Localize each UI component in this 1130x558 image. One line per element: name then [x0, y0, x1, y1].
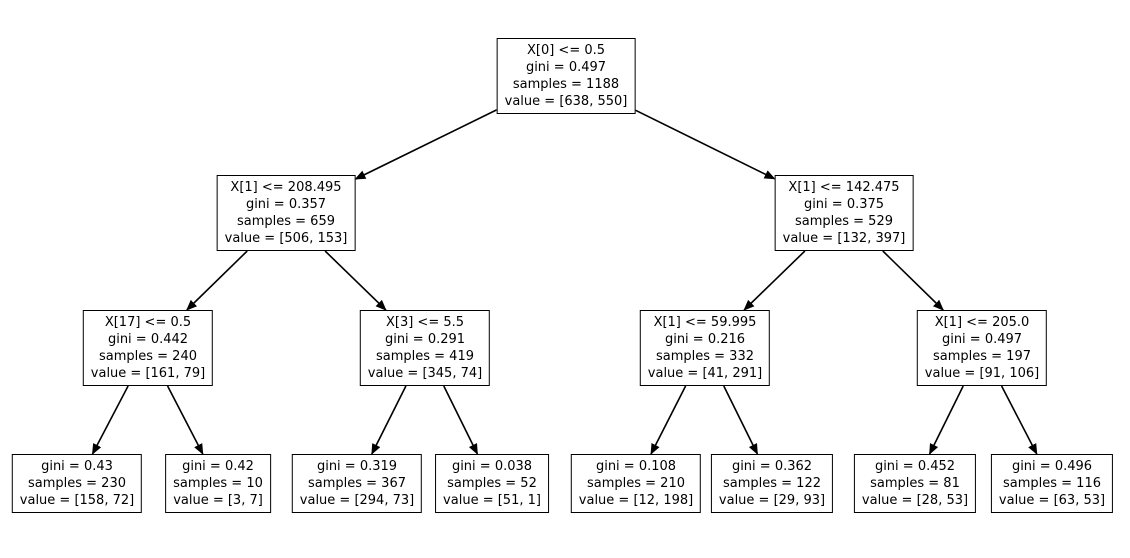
node-value: value = [12, 198]	[578, 493, 694, 508]
node-value: value = [91, 106]	[924, 366, 1040, 381]
tree-leaf: gini = 0.038 samples = 52 value = [51, 1…	[435, 454, 549, 513]
node-gini: gini = 0.452	[874, 459, 956, 474]
node-samples: samples = 10	[173, 476, 263, 491]
node-samples: samples = 1188	[512, 77, 620, 92]
node-gini: gini = 0.497	[941, 332, 1023, 347]
node-split-condition: X[3] <= 5.5	[385, 315, 465, 330]
node-value: value = [161, 79]	[90, 366, 206, 381]
tree-edge	[882, 250, 944, 311]
node-samples: samples = 240	[98, 349, 197, 364]
tree-leaf: gini = 0.319 samples = 367 value = [294,…	[291, 454, 423, 513]
tree-edge	[723, 385, 759, 455]
tree-edge	[635, 109, 776, 180]
node-samples: samples = 659	[236, 214, 336, 229]
node-value: value = [3, 7]	[173, 493, 263, 508]
node-value: value = [51, 1]	[443, 493, 541, 508]
tree-edge	[166, 385, 204, 455]
tree-edge	[91, 385, 129, 455]
node-split-condition: X[17] <= 0.5	[104, 315, 192, 330]
node-gini: gini = 0.319	[316, 459, 398, 474]
node-gini: gini = 0.108	[595, 459, 677, 474]
node-samples: samples = 529	[794, 214, 894, 229]
node-gini: gini = 0.375	[803, 197, 885, 212]
node-gini: gini = 0.442	[107, 332, 189, 347]
tree-edge	[371, 385, 407, 455]
node-gini: gini = 0.497	[525, 60, 607, 75]
node-value: value = [41, 291]	[647, 366, 763, 381]
tree-edge	[354, 109, 497, 180]
tree-leaf: gini = 0.452 samples = 81 value = [28, 5…	[853, 454, 977, 513]
node-value: value = [345, 74]	[367, 366, 483, 381]
tree-leaf: gini = 0.108 samples = 210 value = [12, …	[570, 454, 702, 513]
node-split-condition: X[1] <= 205.0	[934, 315, 1030, 330]
tree-node-internal: X[1] <= 208.495 gini = 0.357 samples = 6…	[216, 175, 356, 251]
tree-leaf: gini = 0.496 samples = 116 value = [63, …	[990, 454, 1114, 513]
tree-edge	[743, 250, 806, 311]
node-value: value = [506, 153]	[224, 231, 348, 246]
node-value: value = [294, 73]	[299, 493, 415, 508]
tree-leaf: gini = 0.43 samples = 230 value = [158, …	[11, 454, 143, 513]
node-split-condition: X[0] <= 0.5	[526, 43, 606, 58]
node-samples: samples = 367	[307, 476, 406, 491]
node-value: value = [638, 550]	[504, 94, 628, 109]
tree-leaf: gini = 0.362 samples = 122 value = [29, …	[710, 454, 834, 513]
node-value: value = [28, 53]	[861, 493, 969, 508]
node-gini: gini = 0.42	[182, 459, 254, 474]
node-samples: samples = 52	[447, 476, 537, 491]
node-gini: gini = 0.216	[664, 332, 746, 347]
node-value: value = [132, 397]	[782, 231, 906, 246]
node-samples: samples = 419	[375, 349, 474, 364]
tree-edge	[650, 385, 687, 455]
node-samples: samples = 122	[722, 476, 822, 491]
node-samples: samples = 197	[932, 349, 1031, 364]
node-samples: samples = 210	[586, 476, 685, 491]
node-gini: gini = 0.038	[451, 459, 533, 474]
node-value: value = [29, 93]	[718, 493, 826, 508]
node-gini: gini = 0.291	[384, 332, 466, 347]
node-value: value = [158, 72]	[19, 493, 135, 508]
node-gini: gini = 0.362	[731, 459, 813, 474]
node-gini: gini = 0.43	[41, 459, 113, 474]
node-split-condition: X[1] <= 59.995	[653, 315, 757, 330]
node-split-condition: X[1] <= 208.495	[230, 180, 342, 195]
tree-node-internal: X[1] <= 142.475 gini = 0.375 samples = 5…	[774, 175, 914, 251]
node-value: value = [63, 53]	[998, 493, 1106, 508]
tree-node-internal: X[1] <= 59.995 gini = 0.216 samples = 33…	[639, 310, 771, 386]
tree-edge	[186, 250, 248, 311]
tree-edge	[443, 385, 479, 455]
node-samples: samples = 116	[1002, 476, 1102, 491]
tree-node-internal: X[1] <= 205.0 gini = 0.497 samples = 197…	[916, 310, 1048, 386]
tree-edge	[1000, 385, 1038, 455]
tree-edge	[928, 385, 964, 455]
tree-node-internal: X[17] <= 0.5 gini = 0.442 samples = 240 …	[82, 310, 214, 386]
node-gini: gini = 0.496	[1011, 459, 1093, 474]
node-samples: samples = 230	[27, 476, 126, 491]
node-gini: gini = 0.357	[245, 197, 327, 212]
node-samples: samples = 332	[655, 349, 754, 364]
node-split-condition: X[1] <= 142.475	[788, 180, 900, 195]
tree-node-root: X[0] <= 0.5 gini = 0.497 samples = 1188 …	[496, 38, 636, 114]
node-samples: samples = 81	[870, 476, 960, 491]
tree-leaf: gini = 0.42 samples = 10 value = [3, 7]	[165, 454, 271, 513]
tree-node-internal: X[3] <= 5.5 gini = 0.291 samples = 419 v…	[359, 310, 491, 386]
tree-edge	[324, 250, 387, 311]
